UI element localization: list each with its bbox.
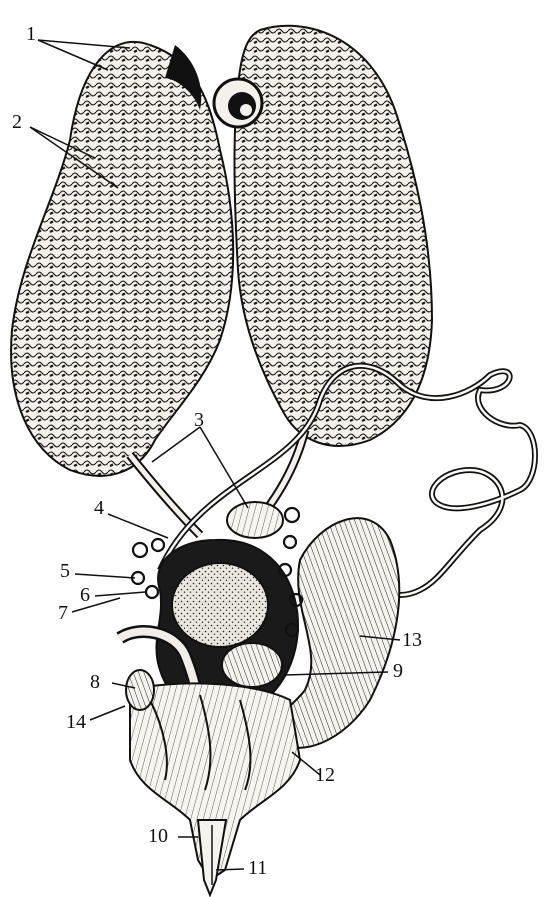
right-gland-lobe [235, 26, 433, 446]
label-6: 6 [80, 585, 90, 605]
label-9: 9 [393, 661, 403, 681]
label-5: 5 [60, 561, 70, 581]
stippled-body [172, 563, 268, 647]
label-1: 1 [26, 24, 36, 44]
label-7: 7 [58, 603, 68, 623]
label-8: 8 [90, 672, 100, 692]
label-3: 3 [194, 410, 204, 430]
label-2: 2 [12, 112, 22, 132]
label-11: 11 [248, 858, 267, 878]
label-12: 12 [315, 765, 335, 785]
label-10: 10 [148, 826, 168, 846]
label-13: 13 [402, 630, 422, 650]
label-14: 14 [66, 712, 86, 732]
label-4: 4 [94, 498, 104, 518]
upper-bulb [227, 502, 283, 538]
